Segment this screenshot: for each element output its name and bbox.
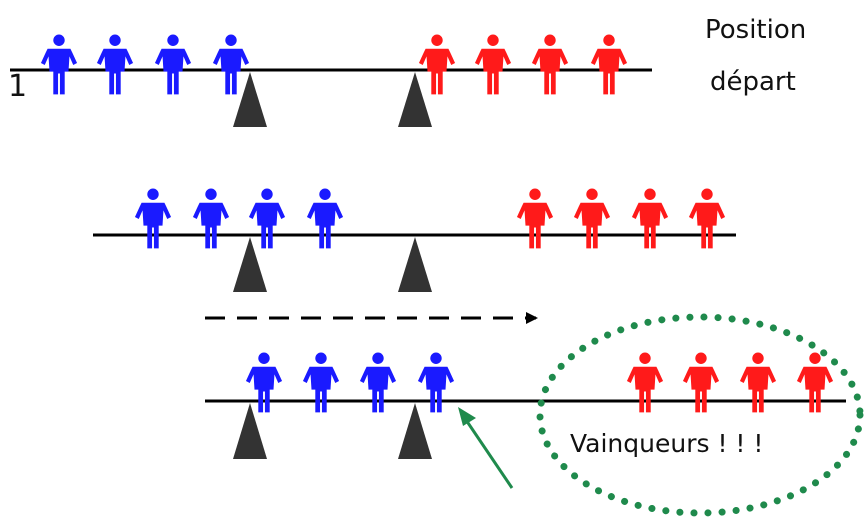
person-icon [626,352,664,413]
person-icon [573,188,611,249]
triangle-fulcrum-icon [398,237,432,292]
person-icon [248,188,286,249]
row-number: 1 [8,69,27,104]
person-icon [96,34,134,95]
triangle-fulcrum-icon [233,237,267,292]
person-icon [474,34,512,95]
person-icon [531,34,569,95]
person-icon [192,188,230,249]
person-icon [306,188,344,249]
row-middle [93,188,736,292]
person-icon [631,188,669,249]
person-icon [682,352,720,413]
person-icon [134,188,172,249]
start-label-line2: départ [710,67,796,97]
person-icon [739,352,777,413]
person-icon [40,34,78,95]
triangle-fulcrum-icon [398,72,432,127]
person-icon [688,188,726,249]
triangle-fulcrum-icon [233,72,267,127]
person-icon [245,352,283,413]
triangle-fulcrum-icon [398,403,432,459]
start-label-line1: Position [705,15,806,45]
green-pointer-arrow-icon [458,407,514,489]
winners-label: Vainqueurs ! ! ! [570,429,763,458]
person-icon [154,34,192,95]
winners-highlight-ellipse [536,313,864,517]
person-icon [212,34,250,95]
person-icon [417,352,455,413]
person-icon [418,34,456,95]
person-icon [302,352,340,413]
row-end [205,352,846,459]
person-icon [516,188,554,249]
person-icon [590,34,628,95]
row-start: 1 Position départ [8,15,806,127]
person-icon [796,352,834,413]
person-icon [359,352,397,413]
triangle-fulcrum-icon [233,403,267,459]
